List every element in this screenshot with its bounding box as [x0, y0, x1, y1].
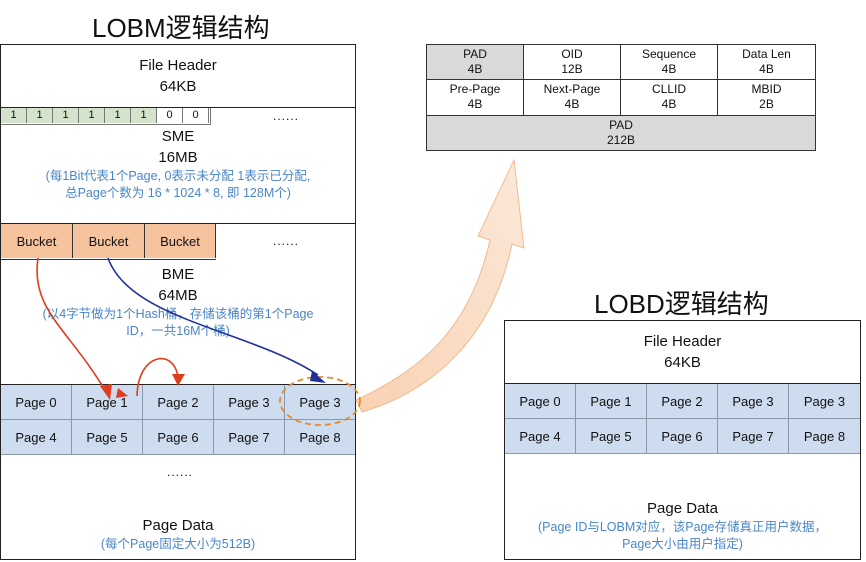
page-cell: Page 5	[576, 419, 647, 454]
lobm-bitmap: 1 1 1 1 1 1 0 0	[1, 108, 211, 125]
bitmap-cell: 0	[183, 108, 209, 123]
bitmap-cell: 1	[1, 108, 27, 123]
bitmap-cell: 1	[79, 108, 105, 123]
bitmap-cell: 1	[27, 108, 53, 123]
page-cell: Page 1	[576, 384, 647, 419]
bitmap-cell: 1	[131, 108, 157, 123]
lobm-page-data-note: (每个Page固定大小为512B)	[100, 537, 256, 551]
sme-note-line2: 总Page个数为 16 * 1024 * 8, 即 128M个)	[65, 186, 291, 200]
page-cell: Page 0	[1, 385, 72, 420]
lobm-sme-section: 1 1 1 1 1 1 0 0 ...... SME 16MB (每1Bit代表…	[0, 107, 356, 224]
lobd-file-header-size: 64KB	[664, 354, 701, 371]
sme-size: 16MB	[158, 149, 198, 166]
lobd-page-data-note-line2: Page大小由用户指定)	[622, 537, 743, 551]
bitmap-cell: 1	[105, 108, 131, 123]
page-cell: Page 2	[143, 385, 214, 420]
orange-curved-arrow	[355, 158, 525, 413]
page-cell: Page 3	[285, 385, 355, 420]
lobm-bme-section: Bucket Bucket Bucket ...... BME 64MB (以4…	[0, 223, 356, 385]
lobd-page-data-note-line1: (Page ID与LOBM对应，该Page存储真正用户数据，	[538, 520, 827, 534]
bitmap-ellipsis: ......	[273, 109, 300, 123]
bme-note-line1: (以4字节做为1个Hash桶，存储该桶的第1个Page	[42, 307, 314, 321]
bme-note-line2: ID，一共16M个桶)	[126, 324, 230, 338]
lobm-page-data-name: Page Data	[142, 517, 214, 534]
page-cell: Page 0	[505, 384, 576, 419]
lobm-file-header-name: File Header	[139, 57, 217, 74]
lobd-title: LOBD逻辑结构	[594, 289, 769, 319]
lobd-file-header-name: File Header	[643, 333, 722, 350]
page-cell: Page 7	[214, 420, 285, 455]
page-cell: Page 8	[285, 420, 355, 455]
pages-ellipsis: ......	[167, 465, 194, 479]
lobm-title: LOBM逻辑结构	[92, 13, 270, 43]
bucket-row: Bucket Bucket Bucket	[1, 224, 216, 260]
page-cell: Page 1	[72, 385, 143, 420]
page-cell: Page 8	[789, 419, 860, 454]
bucket-cell: Bucket	[1, 224, 73, 258]
bucket-cell: Bucket	[73, 224, 145, 258]
page-cell: Page 5	[72, 420, 143, 455]
bitmap-cell: 1	[53, 108, 79, 123]
page-cell: Page 3	[214, 385, 285, 420]
page-cell: Page 6	[647, 419, 718, 454]
lobd-file-header: File Header 64KB	[504, 320, 861, 384]
page-cell: Page 2	[647, 384, 718, 419]
bucket-cell: Bucket	[145, 224, 216, 258]
page-cell: Page 3	[789, 384, 860, 419]
page-cell: Page 4	[1, 420, 72, 455]
lobm-file-header: File Header 64KB	[0, 44, 356, 108]
lobm-page-data-section: Page 0 Page 1 Page 2 Page 3 Page 3 Page …	[0, 384, 356, 560]
sme-note-line1: (每1Bit代表1个Page, 0表示未分配 1表示已分配,	[45, 169, 311, 183]
page-cell: Page 3	[718, 384, 789, 419]
bme-size: 64MB	[158, 287, 198, 304]
lobm-file-header-size: 64KB	[159, 78, 197, 95]
page-cell: Page 6	[143, 420, 214, 455]
lobd-page-data-section: Page 0 Page 1 Page 2 Page 3 Page 3 Page …	[504, 383, 861, 560]
page-cell: Page 7	[718, 419, 789, 454]
lobd-page-data-name: Page Data	[647, 500, 718, 517]
bitmap-cell: 0	[157, 108, 183, 123]
bme-name: BME	[161, 266, 195, 283]
sme-name: SME	[161, 128, 195, 145]
bucket-ellipsis: ......	[273, 234, 300, 248]
page-cell: Page 4	[505, 419, 576, 454]
